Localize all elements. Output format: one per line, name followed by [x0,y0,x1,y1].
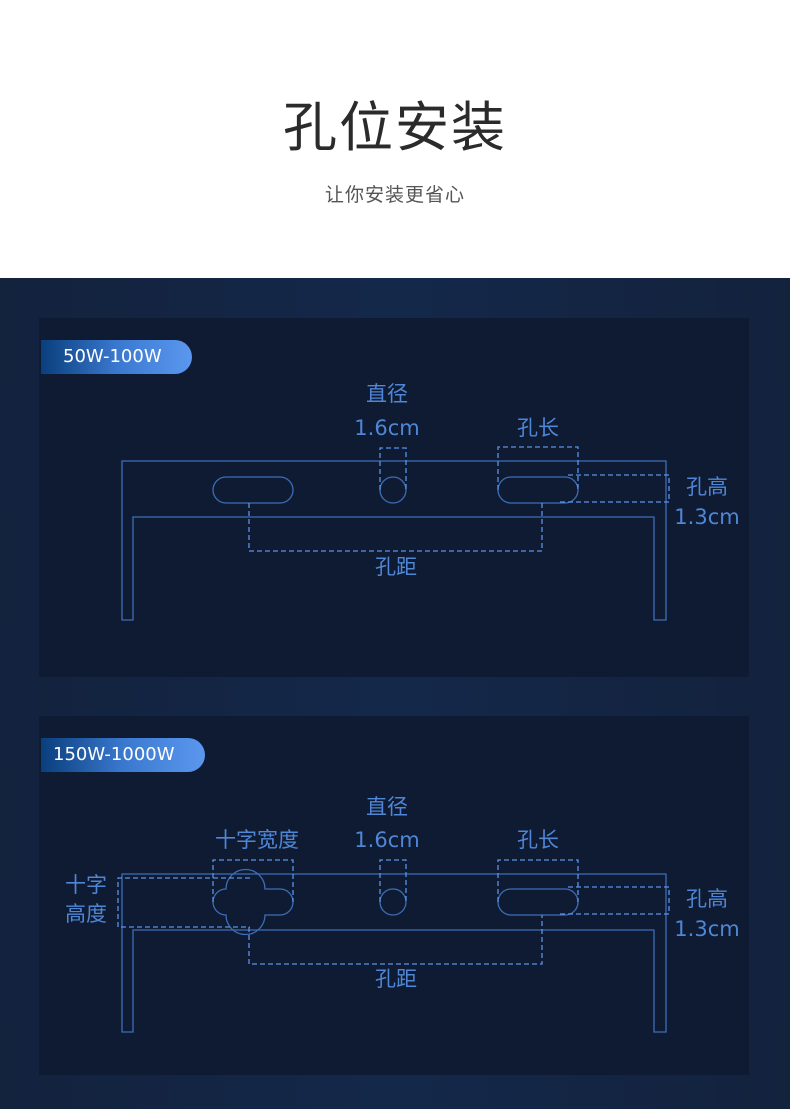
hole-height-value: 1.3cm [674,917,740,941]
diameter-guide [379,447,407,490]
round-hole [379,476,407,504]
cross-width-label: 十字宽度 [215,828,299,852]
hole-length-guide [497,446,579,490]
hole-length-label: 孔长 [517,828,559,852]
hole-spacing-guide [248,503,543,552]
wattage-badge: 50W-100W [41,340,192,374]
hole-height-label: 孔高 [686,475,728,499]
hole-length-label: 孔长 [517,416,559,440]
hole-height-label: 孔高 [686,887,728,911]
diameter-value: 1.6cm [354,828,420,852]
page-title: 孔位安装 [283,96,507,159]
bracket-outline [121,460,667,621]
diameter-label: 直径 [366,795,408,819]
header: 孔位安装 让你安装更省心 [0,0,790,278]
wattage-badge: 150W-1000W [41,738,205,772]
diameter-label: 直径 [366,382,408,406]
right-slot-hole [497,888,579,916]
cross-width-guide [212,859,294,902]
left-slot-hole [212,476,294,504]
hole-height-value: 1.3cm [674,505,740,529]
diameter-value: 1.6cm [354,416,420,440]
bracket-diagram-1 [121,446,670,621]
panel-50w-100w: 50W-100W 直径 1.6cm 孔长 孔高 1.3cm 孔距 [39,318,749,677]
diameter-guide [379,859,407,902]
page-subtitle: 让你安装更省心 [324,184,465,206]
cross-hole [212,868,294,936]
cross-height-label-line2: 高度 [65,902,107,926]
panel-150w-1000w: 150W-1000W 直径 1.6cm 十字宽度 孔长 十字 高度 孔高 1.3… [39,716,749,1075]
right-slot-hole [497,476,579,504]
hole-spacing-label: 孔距 [375,555,417,579]
hole-height-guide [558,886,670,915]
hole-spacing-label: 孔距 [375,967,417,991]
hole-length-guide [497,859,579,902]
cross-height-label-line1: 十字 [65,873,107,897]
hole-height-guide [558,474,670,503]
bracket-outline [121,873,667,1033]
cross-height-guide [117,877,250,928]
round-hole [379,888,407,916]
hole-spacing-guide [248,915,543,965]
bracket-diagram-2 [117,859,670,1033]
